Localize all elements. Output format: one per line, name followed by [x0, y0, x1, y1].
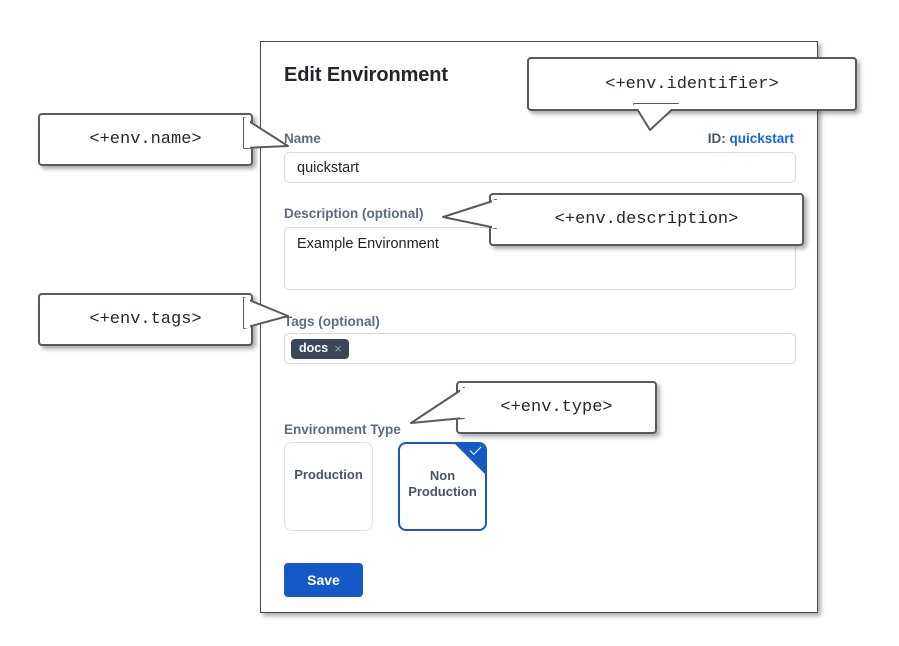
- edit-environment-dialog: Edit Environment Name ID: quickstart Des…: [260, 41, 818, 613]
- environment-id-link[interactable]: quickstart: [729, 131, 794, 146]
- environment-type-option-non-production[interactable]: Non Production: [398, 442, 487, 531]
- name-field-label: Name: [284, 131, 321, 146]
- environment-type-option-production[interactable]: Production: [284, 442, 373, 531]
- callout-tail-description: [442, 199, 498, 229]
- close-icon[interactable]: ×: [334, 340, 342, 356]
- annotation-callout-env-name: <+env.name>: [38, 113, 253, 166]
- annotation-callout-env-type: <+env.type>: [456, 381, 657, 434]
- annotation-callout-env-identifier: <+env.identifier>: [527, 57, 857, 111]
- callout-tail-identifier: [633, 103, 680, 131]
- annotation-callout-env-description: <+env.description>: [489, 193, 804, 246]
- save-button[interactable]: Save: [284, 563, 363, 597]
- tag-chip[interactable]: docs ×: [291, 338, 349, 359]
- callout-tail-name: [243, 117, 289, 149]
- callout-tail-type: [410, 387, 466, 424]
- environment-id: ID: quickstart: [708, 131, 794, 146]
- description-field-label: Description (optional): [284, 206, 424, 221]
- callout-tail-tags: [243, 297, 289, 329]
- environment-type-option-production-label: Production: [294, 467, 363, 482]
- tag-chip-label: docs: [299, 340, 329, 355]
- environment-type-option-non-production-label-line1: Non: [429, 468, 456, 483]
- name-input[interactable]: [284, 152, 796, 183]
- environment-id-prefix: ID:: [707, 131, 726, 146]
- environment-type-option-non-production-label: Non Production: [400, 468, 485, 500]
- annotation-callout-env-tags: <+env.tags>: [38, 293, 253, 346]
- check-icon: [469, 444, 482, 456]
- environment-type-label: Environment Type: [284, 422, 401, 437]
- page-title: Edit Environment: [284, 64, 448, 86]
- tags-input[interactable]: docs ×: [284, 333, 796, 364]
- tags-field-label: Tags (optional): [284, 314, 380, 329]
- environment-type-option-non-production-label-line2: Production: [408, 483, 477, 499]
- description-textarea[interactable]: [284, 227, 796, 290]
